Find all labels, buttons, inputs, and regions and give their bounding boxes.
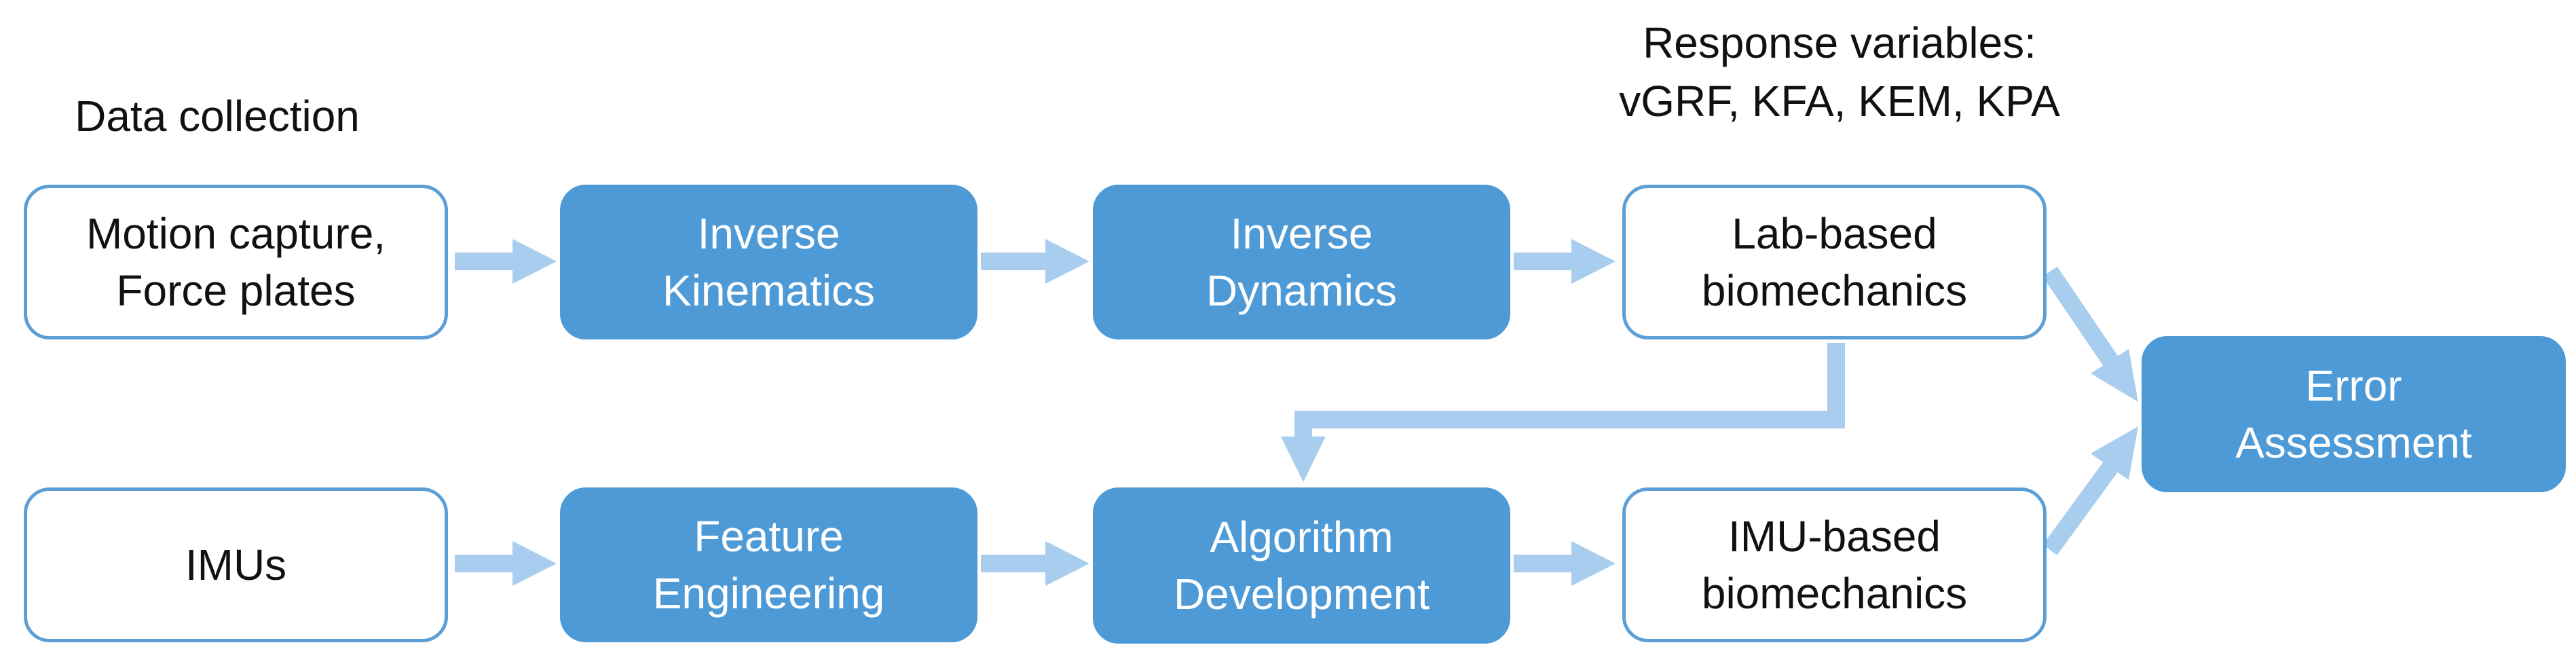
response-variables-list: vGRF, KFA, KEM, KPA <box>1619 77 2060 126</box>
algorithm-development-box: Algorithm Development <box>1093 487 1510 644</box>
imus-box: IMUs <box>24 487 448 642</box>
arrowhead-algo <box>1045 541 1089 586</box>
inverse-kinematics-box: Inverse Kinematics <box>560 185 977 339</box>
response-variables-title: Response variables: <box>1643 18 2036 67</box>
inverse-dynamics-box: Inverse Dynamics <box>1093 185 1510 339</box>
lab-based-biomechanics-box: Lab-based biomechanics <box>1622 185 2047 339</box>
arrowhead-lab-to-algo <box>1281 437 1326 482</box>
motion-capture-box: Motion capture, Force plates <box>24 185 448 339</box>
arrowhead-id <box>1045 239 1089 284</box>
arrow-imu-to-error <box>2042 456 2122 555</box>
error-assessment-box: Error Assessment <box>2142 336 2566 492</box>
arrowhead-lab-to-error <box>2091 349 2138 402</box>
arrow-lab-to-algo <box>1294 343 1845 441</box>
response-variables-label: Response variables: vGRF, KFA, KEM, KPA <box>1582 14 2097 131</box>
arrowhead-lab <box>1571 239 1616 284</box>
arrow-lab-to-error <box>2042 266 2122 372</box>
arrowhead-ik <box>512 239 557 284</box>
imu-based-biomechanics-box: IMU-based biomechanics <box>1622 487 2047 642</box>
feature-engineering-box: Feature Engineering <box>560 487 977 642</box>
arrowhead-imu-to-error <box>2091 426 2138 480</box>
data-collection-label: Data collection <box>75 92 360 141</box>
arrowhead-fe <box>512 541 557 586</box>
arrowhead-imu <box>1571 541 1616 586</box>
